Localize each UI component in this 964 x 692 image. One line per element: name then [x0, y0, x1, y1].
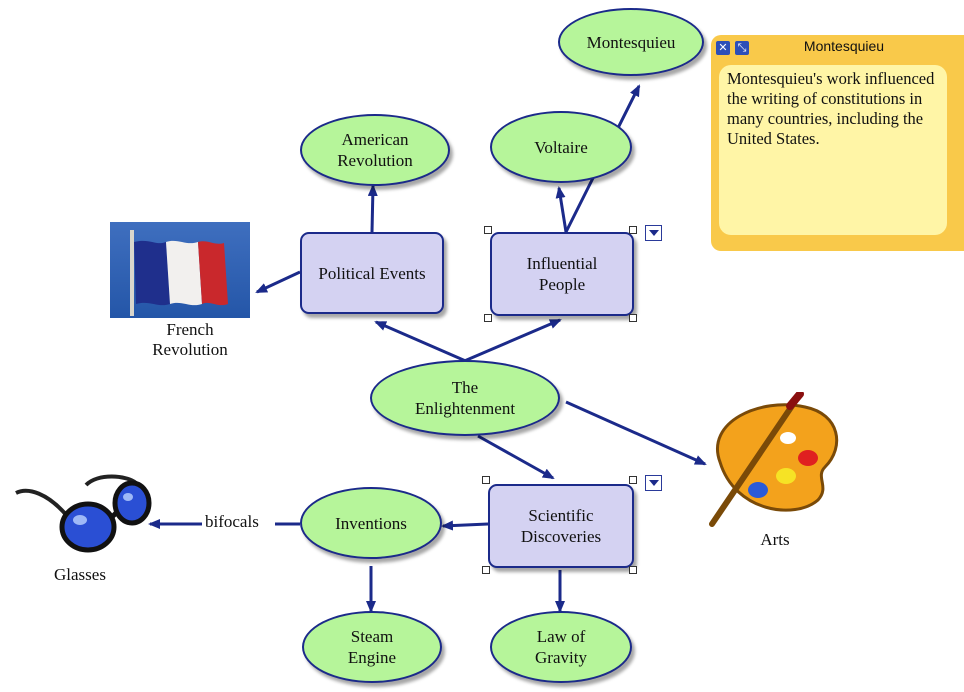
chevron-down-icon	[648, 480, 659, 486]
resize-handle-top-left[interactable]	[484, 226, 492, 234]
node-steam-engine[interactable]: Steam Engine	[302, 611, 442, 683]
note-window[interactable]: ✕ ⤡ Montesquieu Montesquieu's work influ…	[711, 35, 964, 251]
node-menu-button[interactable]	[645, 225, 662, 241]
resize-handle-top-right[interactable]	[629, 226, 637, 234]
note-body[interactable]: Montesquieu's work influenced the writin…	[719, 65, 947, 235]
paint-palette-icon	[709, 390, 839, 527]
arts-picture[interactable]	[700, 390, 850, 532]
resize-handle-top-left[interactable]	[482, 476, 490, 484]
resize-handle-bottom-right[interactable]	[629, 314, 637, 322]
glasses-caption: Glasses	[54, 565, 106, 584]
link-scientific-discoveries-inventions	[441, 520, 489, 531]
node-the-enlightenment[interactable]: The Enlightenment	[370, 360, 560, 436]
node-voltaire[interactable]: Voltaire	[490, 111, 632, 183]
french-revolution-caption: French Revolution	[152, 320, 228, 359]
glasses-icon	[15, 474, 152, 553]
node-inventions[interactable]: Inventions	[300, 487, 442, 559]
link-enlightenment-influential-people	[461, 318, 562, 364]
link-influential-people-voltaire	[555, 186, 568, 233]
link-political-events-french-revolution	[255, 270, 301, 294]
chevron-down-icon	[648, 230, 659, 236]
arts-caption: Arts	[760, 530, 790, 549]
french-flag-icon	[110, 222, 250, 318]
node-scientific-discoveries[interactable]: Scientific Discoveries	[488, 484, 634, 568]
node-influential-people[interactable]: Influential People	[490, 232, 634, 316]
close-icon[interactable]: ✕	[716, 41, 730, 55]
note-title: Montesquieu	[803, 38, 885, 54]
resize-handle-bottom-left[interactable]	[484, 314, 492, 322]
node-political-events[interactable]: Political Events	[300, 232, 444, 314]
french-revolution-picture[interactable]	[110, 222, 250, 318]
link-enlightenment-political-events	[374, 320, 469, 364]
glasses-picture[interactable]	[8, 465, 153, 565]
node-law-of-gravity[interactable]: Law of Gravity	[490, 611, 632, 683]
link-enlightenment-scientific-discoveries	[477, 434, 555, 480]
node-montesquieu[interactable]: Montesquieu	[558, 8, 704, 76]
resize-icon[interactable]: ⤡	[735, 41, 749, 55]
link-enlightenment-arts	[565, 400, 707, 466]
link-political-events-american-revolution	[367, 184, 378, 233]
resize-handle-bottom-right[interactable]	[629, 566, 637, 574]
node-menu-button[interactable]	[645, 475, 662, 491]
link-label-bifocals: bifocals	[203, 512, 261, 532]
resize-handle-top-right[interactable]	[629, 476, 637, 484]
node-american-revolution[interactable]: American Revolution	[300, 114, 450, 186]
resize-handle-bottom-left[interactable]	[482, 566, 490, 574]
